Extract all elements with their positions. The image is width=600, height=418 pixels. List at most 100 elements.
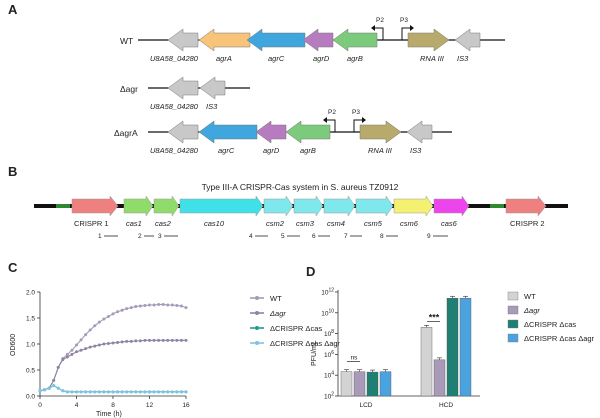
x-tick-label: 4 [75,402,79,409]
data-point [97,320,101,324]
data-point [106,390,110,394]
strain-dagr: Δagr [120,84,138,94]
data-point [93,390,97,394]
legend-d-swatch [507,291,519,301]
data-point [143,390,147,394]
promoter-p2-head [323,117,327,123]
data-point [138,390,142,394]
data-point [152,303,156,307]
data-point [56,365,60,369]
csm4-arrow [323,195,356,217]
data-point [70,352,74,356]
data-point [106,314,110,318]
data-point [79,390,83,394]
data-point [129,306,133,310]
gene-agrd-arrow [255,120,287,144]
fragment-label: 9 [427,233,431,240]
legend-d-label: Δagr [523,306,540,315]
gene-label: agrA [216,54,232,63]
data-point [102,317,106,321]
data-point [79,348,83,352]
data-point [102,342,106,346]
data-point [111,341,115,345]
data-point [79,338,83,342]
data-point [152,390,156,394]
promoter-p2-arrow [375,27,384,40]
cas2-label: cas2 [155,219,172,228]
gene-agrb-arrow [285,120,331,144]
cas10-label: cas10 [204,219,225,228]
legend-d-swatch [507,319,519,329]
data-point [84,390,88,394]
data-point [70,348,74,352]
gene-label: agrC [218,146,235,155]
data-point [166,303,170,307]
gene-u8a58-arrow [167,120,199,144]
crispr1-arrow [71,195,119,217]
panel-label-c: C [8,260,18,275]
data-point [93,344,97,348]
x-tick-label: 0 [38,402,42,409]
legend-c-marker [255,326,259,330]
data-point [184,306,188,310]
data-point [61,389,65,393]
data-point [116,390,120,394]
csm3-label: csm3 [296,219,315,228]
data-point [125,390,129,394]
data-point [157,338,161,342]
data-point [120,390,124,394]
cas1-label: cas1 [126,219,142,228]
data-point [111,312,115,316]
strain-wt: WT [120,36,133,46]
data-point [129,339,133,343]
bar [353,371,366,397]
data-point [47,386,51,390]
fragment-label: 2 [138,233,142,240]
data-point [88,390,92,394]
y-tick-label: 2.0 [26,290,35,297]
data-point [102,390,106,394]
data-point [184,338,188,342]
data-point [175,338,179,342]
data-point [88,345,92,349]
bar [433,359,446,397]
gene-label: agrD [313,54,330,63]
y-axis-label: PFU/mL [311,340,318,366]
legend-c-label: ΔCRISPR Δcas [270,324,322,333]
data-point [84,333,88,337]
promoter-p3-arrow [401,27,410,40]
y-tick-label: 1010 [321,308,334,317]
fragment-label: 1 [98,233,102,240]
data-point [134,390,138,394]
data-point [65,352,69,356]
data-point [93,324,97,328]
gene-label: agrB [300,146,316,155]
data-point [43,388,47,392]
data-point [161,390,165,394]
panel-label-a: A [8,2,18,17]
data-point [184,390,188,394]
data-point [179,338,183,342]
bar [366,371,379,397]
x-tick-label: 8 [111,402,115,409]
x-axis-label: Time (h) [96,411,122,418]
legend-d: WT Δagr ΔCRISPR Δcas ΔCRISPR Δcas Δagr [507,291,595,343]
csm2-label: csm2 [266,219,285,228]
data-point [175,304,179,308]
crispr2-label: CRISPR 2 [510,219,545,228]
fragment-label: 3 [158,233,162,240]
promoter-p2-label: P2 [328,109,336,116]
legend-d-swatch [507,333,519,343]
legend-d-label: ΔCRISPR Δcas Δagr [524,334,595,343]
cas1-arrow [123,195,154,217]
y-tick-label: 0.0 [26,394,35,401]
bar [446,298,459,397]
fragment-label: 5 [281,233,285,240]
gene-agrb-arrow [332,28,378,52]
data-point [170,390,174,394]
significance-label: ns [351,355,359,362]
significance-label: *** [429,312,440,322]
x-tick-label: 12 [146,402,154,409]
data-point [52,378,56,382]
promoter-p2-head [371,25,375,31]
